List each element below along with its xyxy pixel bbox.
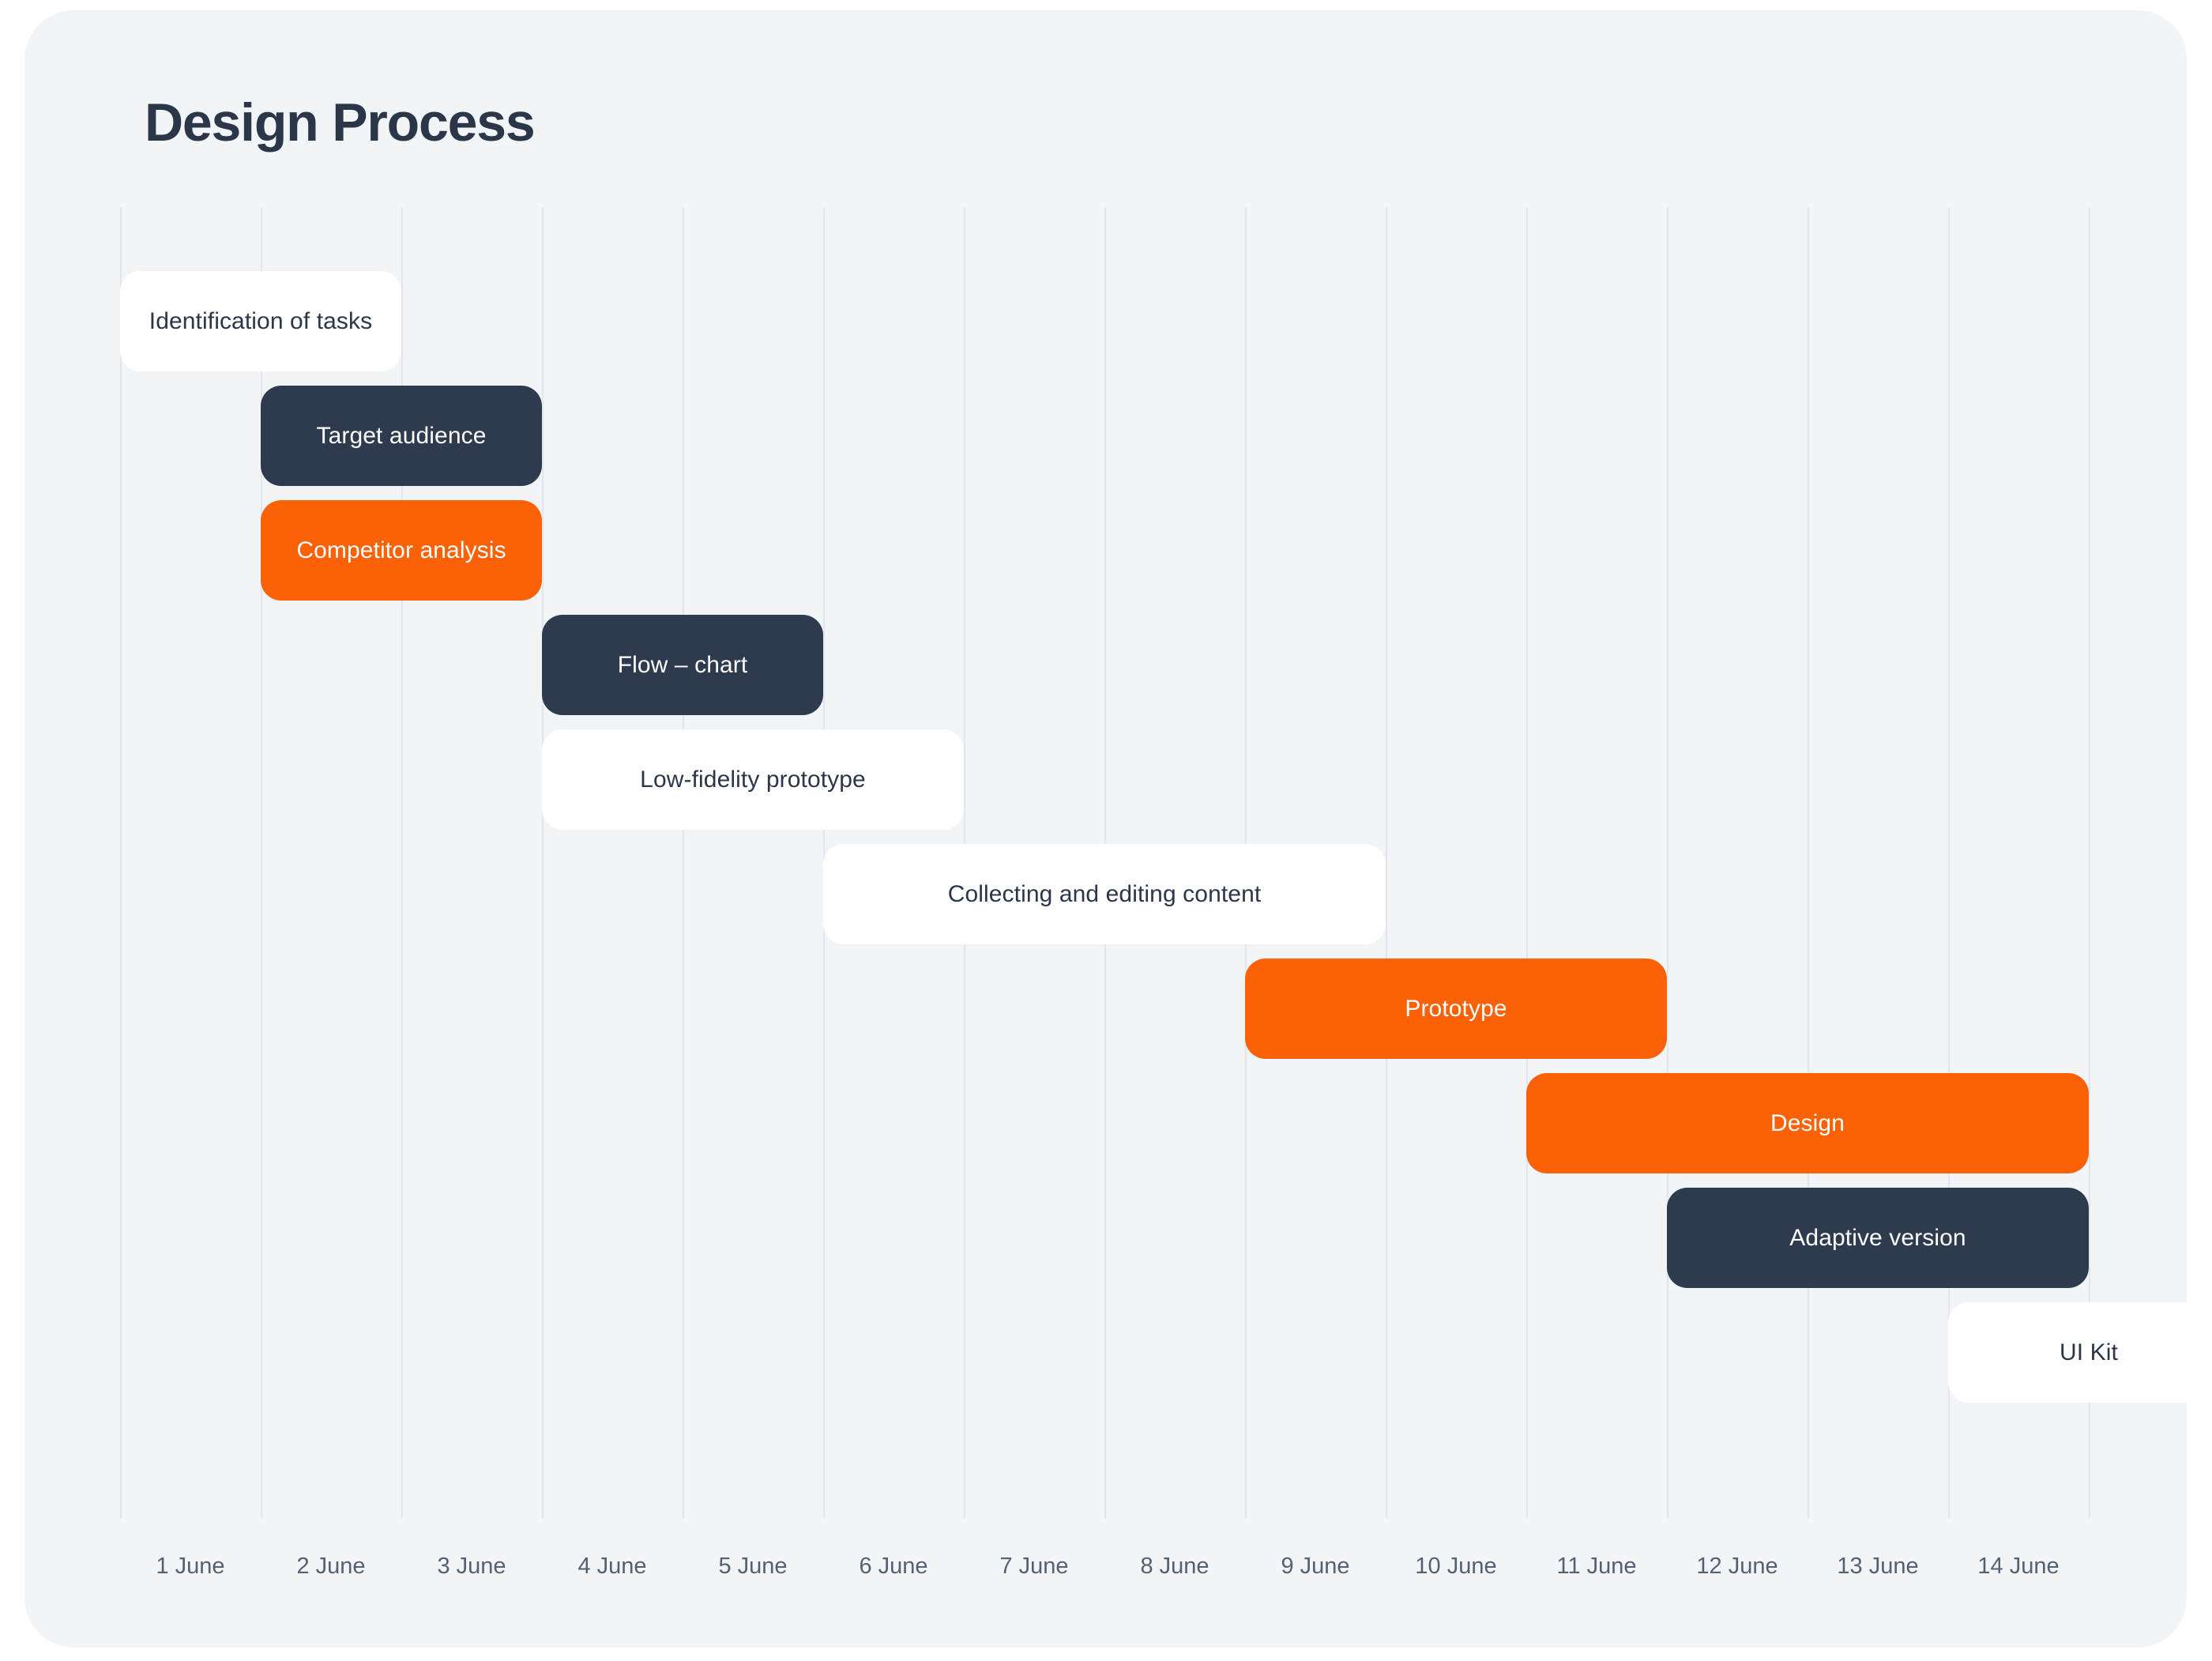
gantt-bar[interactable]: Target audience	[261, 386, 542, 486]
axis-tick-label: 9 June	[1281, 1554, 1350, 1579]
gantt-bar[interactable]: Collecting and editing content	[823, 844, 1386, 944]
axis-tick-label: 7 June	[999, 1554, 1069, 1579]
gridline	[1948, 208, 1950, 1518]
gridline	[1386, 208, 1387, 1518]
gantt-bar-label: Prototype	[1405, 995, 1507, 1022]
axis-tick-label: 10 June	[1415, 1554, 1497, 1579]
gantt-bar-label: UI Kit	[2060, 1339, 2118, 1365]
gantt-bar-label: Low-fidelity prototype	[640, 766, 866, 793]
axis-tick-label: 4 June	[577, 1554, 647, 1579]
gantt-bar[interactable]: Identification of tasks	[120, 271, 401, 371]
gantt-bar[interactable]: Adaptive version	[1667, 1188, 2089, 1288]
axis-tick-label: 11 June	[1556, 1554, 1637, 1579]
axis-tick-label: 12 June	[1696, 1554, 1778, 1579]
gantt-bar-label: Flow – chart	[617, 651, 748, 678]
page-title: Design Process	[145, 92, 536, 153]
axis-tick-label: 1 June	[156, 1554, 225, 1579]
gridline	[1808, 208, 1809, 1518]
gridline	[261, 208, 262, 1518]
gantt-bar[interactable]: Low-fidelity prototype	[542, 729, 964, 830]
gantt-bar-label: Identification of tasks	[149, 307, 373, 334]
gridline	[1667, 208, 1668, 1518]
gantt-bar-label: Target audience	[316, 422, 487, 449]
gantt-bar[interactable]: UI Kit	[1948, 1302, 2187, 1403]
gantt-bar[interactable]: Competitor analysis	[261, 500, 542, 601]
gantt-bar[interactable]: Design	[1526, 1073, 2089, 1173]
gantt-bar-label: Adaptive version	[1789, 1224, 1966, 1251]
gridline	[683, 208, 684, 1518]
gridline	[120, 208, 122, 1518]
gridline	[401, 208, 403, 1518]
gridline	[2089, 208, 2090, 1518]
axis-tick-label: 5 June	[718, 1554, 788, 1579]
axis-tick-label: 14 June	[1977, 1554, 2060, 1579]
axis-tick-label: 13 June	[1837, 1554, 1919, 1579]
axis-tick-label: 6 June	[859, 1554, 928, 1579]
gantt-bar-label: Collecting and editing content	[947, 880, 1262, 907]
gridline	[542, 208, 544, 1518]
axis-tick-label: 3 June	[437, 1554, 506, 1579]
gridline	[1526, 208, 1528, 1518]
gantt-bar-label: Design	[1770, 1109, 1845, 1136]
axis-tick-label: 2 June	[296, 1554, 366, 1579]
gantt-bar-label: Competitor analysis	[296, 537, 506, 563]
gantt-bar[interactable]: Prototype	[1245, 959, 1667, 1059]
axis-tick-label: 8 June	[1140, 1554, 1209, 1579]
gantt-bar[interactable]: Flow – chart	[542, 615, 823, 715]
